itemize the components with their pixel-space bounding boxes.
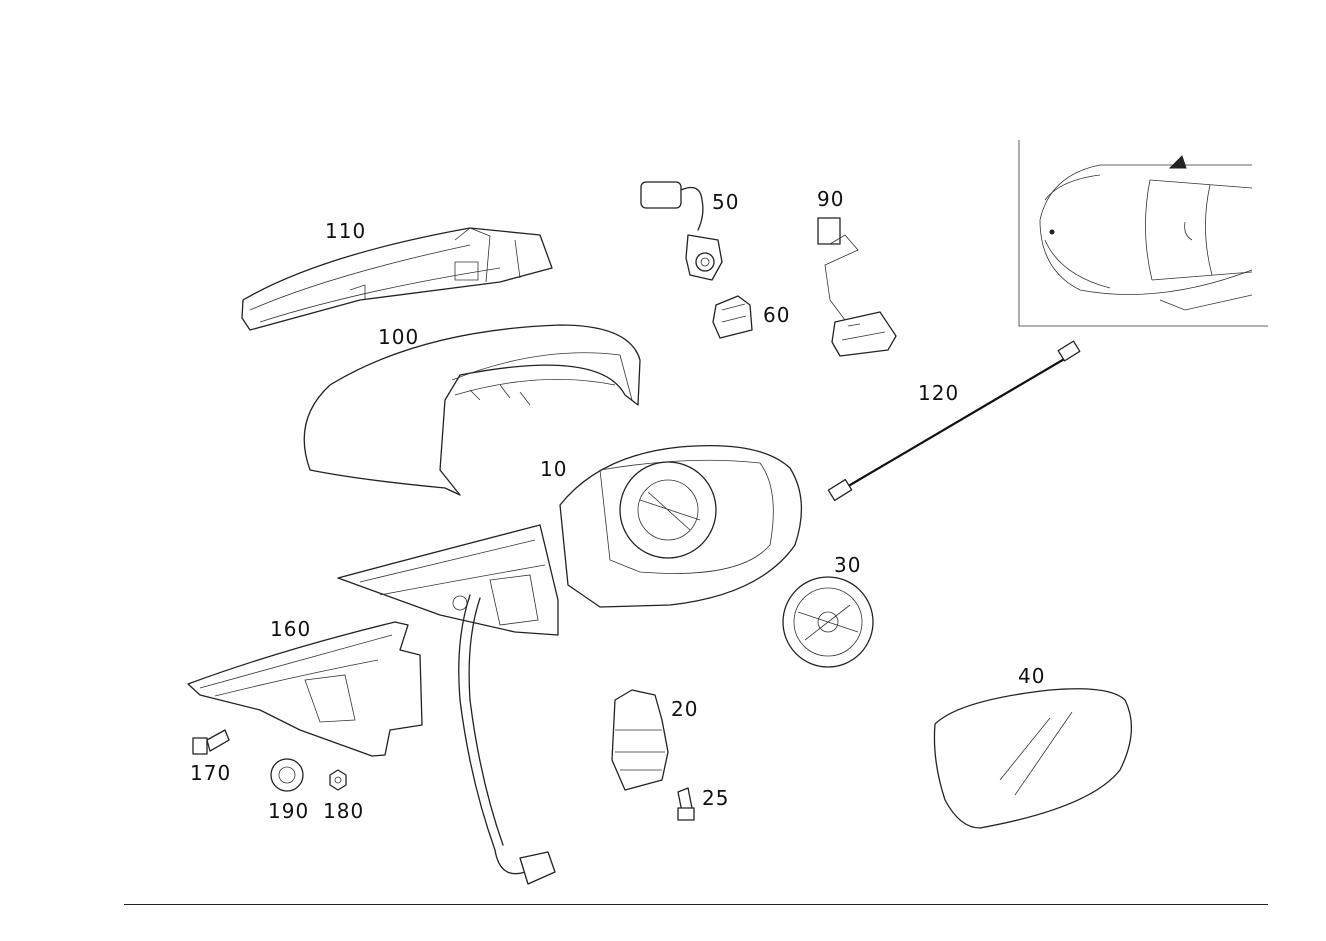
part-120-cable (827, 340, 1081, 502)
callout-25: 25 (702, 786, 730, 810)
part-100-mirror-cap (303, 324, 641, 496)
callout-180: 180 (323, 799, 365, 823)
callout-40: 40 (1018, 664, 1046, 688)
vehicle-location-inset (1018, 140, 1268, 327)
callout-190: 190 (268, 799, 310, 823)
part-50-camera (640, 181, 723, 281)
callout-60: 60 (763, 303, 791, 327)
part-190-seal (270, 758, 304, 792)
callout-30: 30 (834, 553, 862, 577)
part-10-mirror-housing (337, 444, 803, 885)
callout-90: 90 (817, 187, 845, 211)
part-60-bracket (712, 295, 753, 339)
callout-10: 10 (540, 457, 568, 481)
part-25-screw (677, 787, 695, 821)
part-180-nut (329, 769, 347, 791)
part-40-mirror-glass (933, 688, 1133, 829)
callout-110: 110 (325, 219, 367, 243)
callout-50: 50 (712, 190, 740, 214)
callout-170: 170 (190, 761, 232, 785)
part-20-adjustment-motor (611, 689, 669, 791)
part-30-actuator (782, 576, 874, 668)
callout-20: 20 (671, 697, 699, 721)
part-170-bolt (192, 729, 230, 755)
callout-100: 100 (378, 325, 420, 349)
part-160-bracket (187, 621, 423, 757)
footer-divider (124, 904, 1268, 905)
part-90-module (817, 217, 897, 357)
part-110-turn-signal (241, 227, 553, 331)
callout-120: 120 (918, 381, 960, 405)
callout-160: 160 (270, 617, 312, 641)
